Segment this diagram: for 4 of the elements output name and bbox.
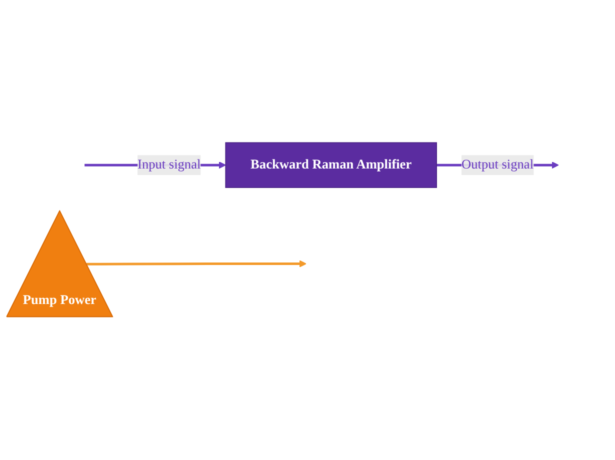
node-box: Backward Raman Amplifier — [225, 142, 437, 188]
edge-label: Input signal — [138, 158, 201, 172]
edge-label: Output signal — [461, 158, 534, 172]
arrow — [86, 260, 306, 268]
